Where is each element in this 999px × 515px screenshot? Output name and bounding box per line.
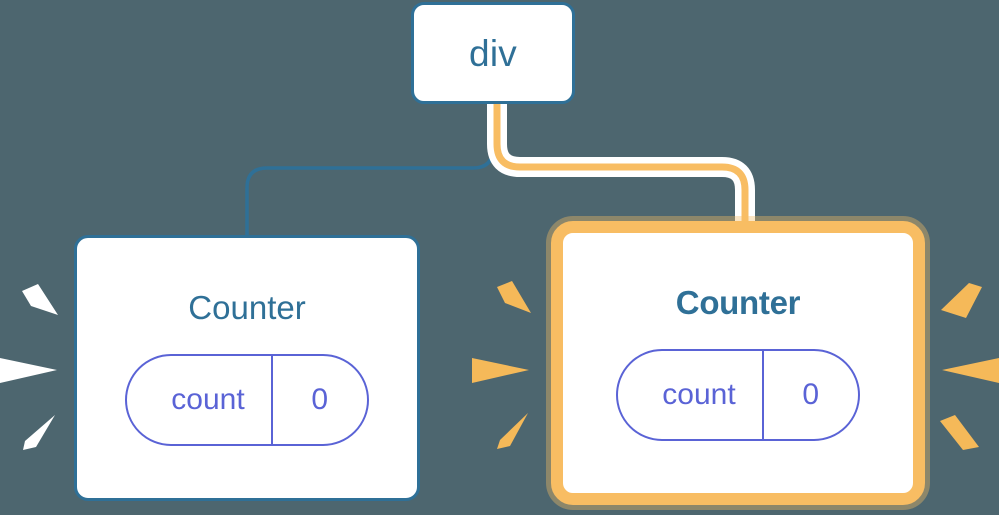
state-pill-left: count 0 [125,353,369,446]
middle-sparkles [472,281,531,449]
left-outer-sparkles [0,284,58,450]
sparkle-amber-mid-middle [472,358,529,383]
node-counter-right-label: Counter [675,283,801,321]
sparkle-amber-right-top [941,283,982,318]
sparkle-white-top [22,284,58,315]
state-value-left: 0 [270,355,367,444]
state-pill-right: count 0 [616,348,860,441]
sparkle-amber-mid-bottom [497,413,528,449]
connector-root-to-left-child [245,101,495,237]
state-key-left: count [171,382,245,416]
connector-root-to-right-child-halo [487,93,755,242]
node-div[interactable]: div [411,2,575,104]
sparkle-white-middle [0,358,57,383]
connector-root-to-right-child [493,99,749,236]
node-counter-right[interactable]: Counter count 0 [551,221,925,505]
sparkle-white-bottom [23,415,55,450]
node-div-label: div [469,32,517,74]
state-value-right: 0 [761,350,858,439]
sparkle-amber-right-bottom [940,415,979,450]
node-counter-left[interactable]: Counter count 0 [74,235,420,501]
node-counter-left-label: Counter [188,288,306,326]
right-sparkles [940,283,999,450]
state-key-right: count [662,377,736,411]
sparkle-amber-right-middle [942,358,999,383]
sparkle-amber-mid-top [497,281,531,313]
